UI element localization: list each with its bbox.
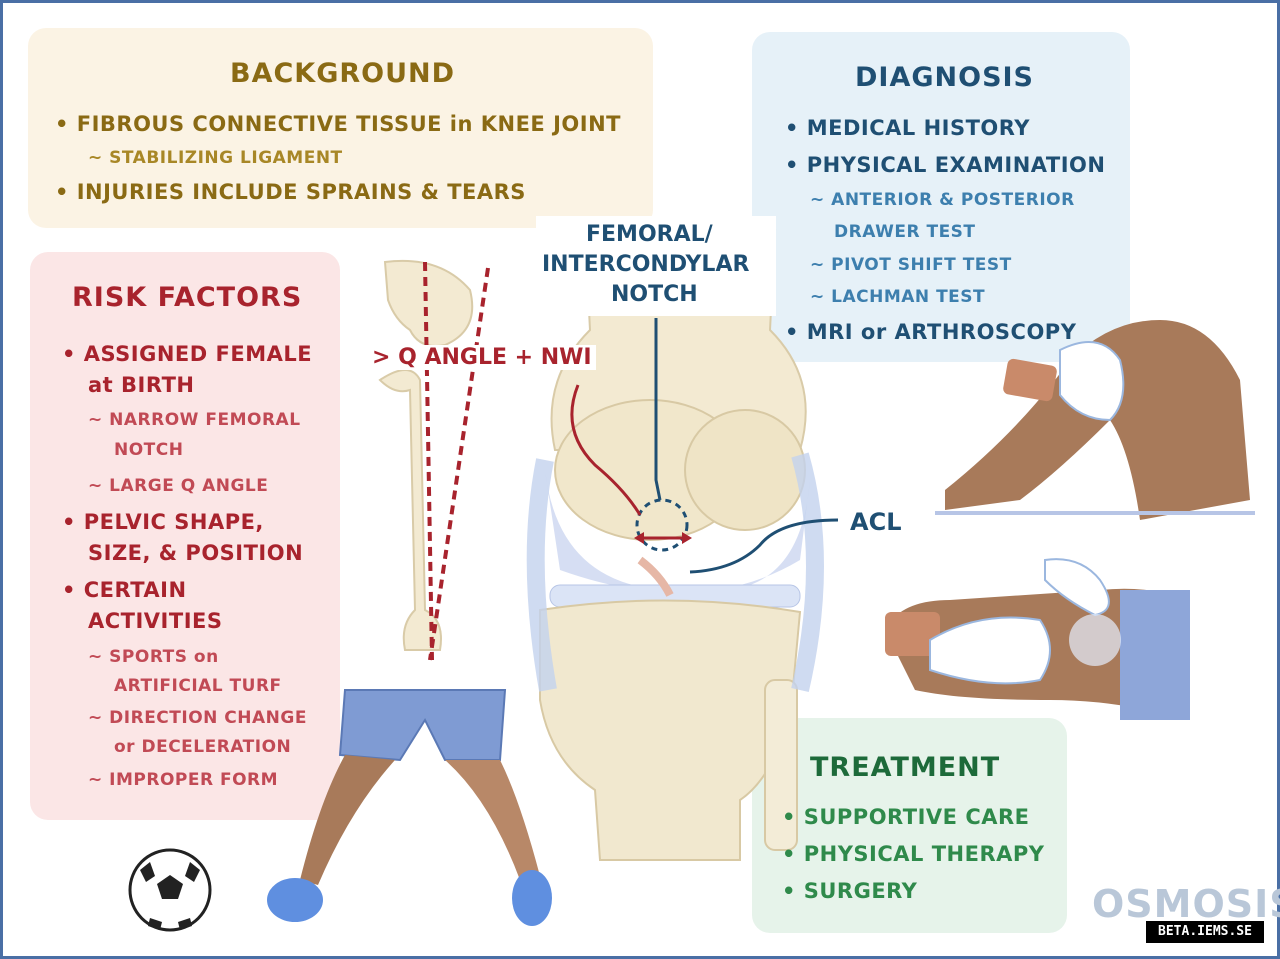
risk-item-2: • PELVIC SHAPE, xyxy=(62,510,264,534)
risk-item-2b: SIZE, & POSITION xyxy=(88,541,304,565)
knee-exam-illustration-bottom xyxy=(885,558,1190,720)
watermark-badge: BETA.IEMS.SE xyxy=(1146,921,1264,943)
acl-label: ACL xyxy=(850,508,902,536)
soccer-ball-illustration xyxy=(128,848,212,932)
risk-item-1b: at BIRTH xyxy=(88,373,195,397)
background-item-2: ~ STABILIZING LIGAMENT xyxy=(88,148,343,168)
diagnosis-heading: DIAGNOSIS xyxy=(855,62,1035,93)
treatment-panel xyxy=(752,718,1067,933)
diagnosis-sub-2: ~ PIVOT SHIFT TEST xyxy=(810,255,1012,275)
risk-item-3: • CERTAIN xyxy=(62,578,187,602)
risk-factors-heading: RISK FACTORS xyxy=(72,282,303,313)
risk-sub-3b: ARTIFICIAL TURF xyxy=(114,676,282,696)
background-panel xyxy=(28,28,653,228)
background-item-1: • FIBROUS CONNECTIVE TISSUE in KNEE JOIN… xyxy=(55,112,621,136)
diagnosis-item-3: • MRI or ARTHROSCOPY xyxy=(785,320,1077,344)
risk-sub-1: ~ NARROW FEMORAL xyxy=(88,410,301,430)
diagnosis-sub-3: ~ LACHMAN TEST xyxy=(810,287,986,307)
risk-sub-1b: NOTCH xyxy=(114,440,184,460)
background-item-3: • INJURIES INCLUDE SPRAINS & TEARS xyxy=(55,180,526,204)
notch-label-box xyxy=(536,216,776,316)
background-heading: BACKGROUND xyxy=(230,58,456,89)
risk-sub-4b: or DECELERATION xyxy=(114,737,292,757)
risk-sub-5: ~ IMPROPER FORM xyxy=(88,770,279,790)
risk-factors-panel xyxy=(30,252,340,820)
diagnosis-item-1: • MEDICAL HISTORY xyxy=(785,116,1030,140)
notch-label-line3: NOTCH xyxy=(611,282,698,307)
diagnosis-panel xyxy=(752,32,1130,362)
knee-joint-illustration xyxy=(526,229,839,861)
risk-item-3b: ACTIVITIES xyxy=(88,609,223,633)
risk-sub-4: ~ DIRECTION CHANGE xyxy=(88,708,307,728)
treatment-heading: TREATMENT xyxy=(810,752,1001,783)
notch-label-line2: INTERCONDYLAR xyxy=(542,252,750,277)
q-angle-label: > Q ANGLE + NWI xyxy=(368,345,596,370)
treatment-item-2: • PHYSICAL THERAPY xyxy=(782,842,1045,866)
treatment-item-3: • SURGERY xyxy=(782,879,918,903)
diagnosis-item-2: • PHYSICAL EXAMINATION xyxy=(785,153,1106,177)
diagnosis-sub-1b: DRAWER TEST xyxy=(834,222,976,242)
risk-sub-2: ~ LARGE Q ANGLE xyxy=(88,476,269,496)
notch-label-line1: FEMORAL/ xyxy=(586,222,713,247)
diagnosis-sub-1: ~ ANTERIOR & POSTERIOR xyxy=(810,190,1075,210)
osmosis-logo: OSMOSIS xyxy=(1092,882,1280,926)
treatment-item-1: • SUPPORTIVE CARE xyxy=(782,805,1030,829)
risk-item-1: • ASSIGNED FEMALE xyxy=(62,342,313,366)
player-legs-illustration xyxy=(267,689,552,926)
knee-exam-illustration-top xyxy=(935,320,1255,520)
pelvis-femur-illustration xyxy=(378,259,490,661)
risk-sub-3: ~ SPORTS on xyxy=(88,647,219,667)
